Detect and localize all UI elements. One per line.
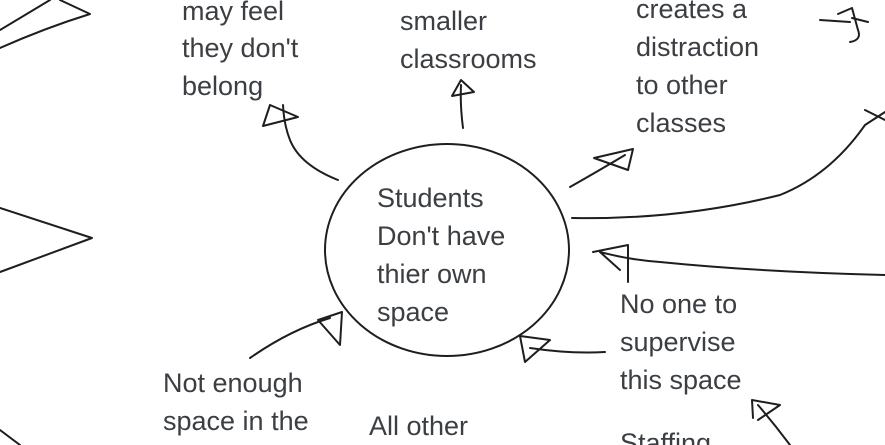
arrow-from-staffing bbox=[751, 399, 791, 445]
left-shape-bottom bbox=[0, 429, 21, 445]
arrow-to-classrooms bbox=[451, 79, 475, 129]
node-distraction: creates a distraction to other classes bbox=[636, 0, 767, 138]
node-staffing: Staffing bbox=[620, 428, 711, 445]
node-other: All other bbox=[369, 411, 468, 441]
arrow-from-supervise bbox=[519, 335, 606, 363]
left-shape-top bbox=[0, 0, 91, 49]
node-space: Not enough space in the bbox=[163, 368, 310, 436]
line-to-right bbox=[571, 109, 885, 220]
node-belong: may feel they don't belong bbox=[182, 0, 306, 101]
arrow-to-distraction bbox=[569, 148, 634, 188]
node-supervise: No one to supervise this space bbox=[620, 289, 745, 395]
arrow-from-right bbox=[592, 244, 885, 283]
arrow-to-belong bbox=[262, 104, 339, 181]
node-classrooms: smaller classrooms bbox=[400, 6, 537, 74]
arrow-to-top-right bbox=[819, 7, 869, 43]
center-circle bbox=[324, 143, 570, 357]
center-node-text: Students Don't have thier own space bbox=[377, 183, 513, 327]
arrow-to-space bbox=[249, 311, 343, 359]
left-shape-middle bbox=[0, 207, 93, 273]
